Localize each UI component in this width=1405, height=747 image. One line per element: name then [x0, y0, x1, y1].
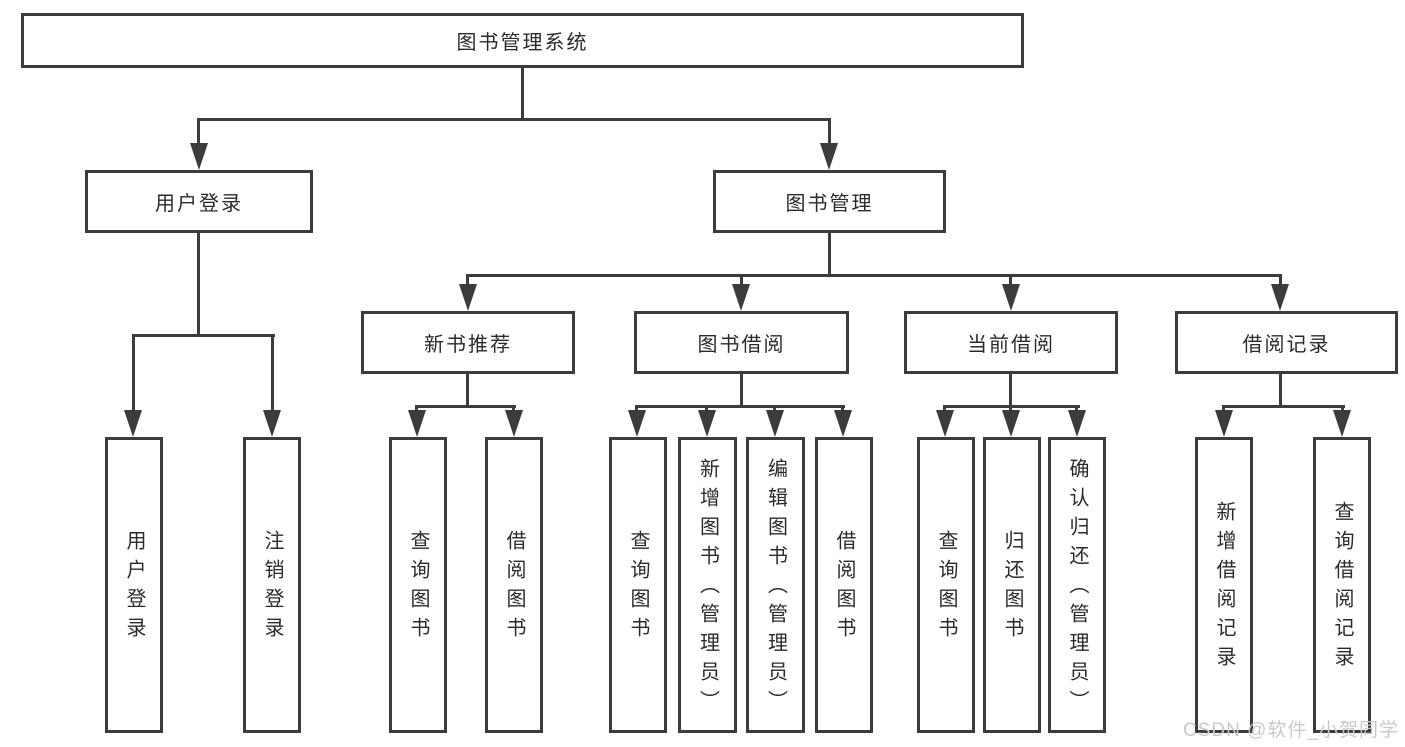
connector-root-rail: [197, 118, 831, 121]
connector-to-borrow-records: [1279, 277, 1282, 287]
leaf-label: 借阅图书: [833, 530, 855, 646]
arrowhead-leaf-icon: [766, 410, 784, 437]
leaf-borrow-books: 借阅图书: [815, 437, 873, 733]
node-book-management: 图书管理: [713, 170, 946, 233]
connector-book-borrow-stem: [740, 374, 743, 407]
arrowhead-borrow-records-icon: [1271, 284, 1289, 311]
leaf-add-books-admin: 新增图书（管理员）: [678, 437, 737, 733]
arrowhead-leaf-icon: [505, 410, 523, 437]
arrowhead-leaf-icon: [1333, 410, 1351, 437]
leaf-logout-login: 注销登录: [243, 437, 301, 733]
leaf-query-borrow-record: 查询借阅记录: [1313, 437, 1371, 733]
connector-to-leaf-user-login: [132, 337, 135, 415]
node-label: 用户登录: [155, 193, 243, 215]
node-borrow-records: 借阅记录: [1175, 311, 1398, 374]
node-label: 图书管理系统: [456, 32, 589, 54]
node-label: 借阅记录: [1242, 334, 1331, 356]
connector-to-new-book: [466, 277, 469, 287]
node-new-book-recommend: 新书推荐: [361, 311, 575, 374]
leaf-label: 查询图书: [407, 530, 429, 646]
connector-current-borrow-rail: [943, 405, 1080, 408]
node-label: 图书借阅: [697, 334, 786, 356]
node-current-borrow: 当前借阅: [904, 311, 1118, 374]
arrowhead-leaf-icon: [408, 410, 426, 437]
leaf-add-borrow-record: 新增借阅记录: [1195, 437, 1253, 733]
connector-to-book-management: [828, 121, 831, 147]
connector-new-book-stem: [466, 374, 469, 407]
connector-current-borrow-stem: [1009, 374, 1012, 407]
leaf-label: 新增图书（管理员）: [696, 457, 719, 719]
node-book-borrow: 图书借阅: [634, 311, 849, 374]
arrowhead-leaf-icon: [628, 410, 646, 437]
leaf-label: 用户登录: [123, 530, 145, 646]
leaf-label: 借阅图书: [503, 530, 525, 646]
leaf-label: 确认归还（管理员）: [1066, 457, 1088, 719]
connector-to-book-borrow: [740, 277, 743, 287]
connector-book-management-stem: [828, 233, 831, 277]
connector-book-borrow-rail: [635, 405, 845, 408]
connector-to-user-login: [197, 121, 200, 147]
leaf-label: 注销登录: [261, 530, 283, 646]
arrowhead-leaf-icon: [698, 410, 716, 437]
arrowhead-book-management-icon: [820, 143, 838, 170]
leaf-confirm-return-admin: 确认归还（管理员）: [1048, 437, 1106, 733]
node-label: 当前借阅: [967, 334, 1055, 356]
connector-user-login-stem: [197, 233, 200, 337]
arrowhead-leaf-icon: [834, 410, 852, 437]
connector-to-leaf-logout: [271, 337, 274, 415]
leaf-query-books-current: 查询图书: [917, 437, 975, 733]
watermark: CSDN @软件_小贺同学: [1183, 720, 1399, 741]
arrowhead-leaf-icon: [1068, 410, 1086, 437]
connector-borrow-records-rail: [1222, 405, 1345, 408]
arrowhead-user-login-icon: [190, 143, 208, 170]
arrowhead-leaf-icon: [1002, 410, 1020, 437]
node-label: 新书推荐: [424, 334, 512, 356]
connector-borrow-records-stem: [1279, 374, 1282, 407]
leaf-label: 查询借阅记录: [1331, 501, 1353, 675]
arrowhead-leaf-icon: [1215, 410, 1233, 437]
leaf-label: 归还图书: [1001, 530, 1023, 646]
arrowhead-book-borrow-icon: [732, 284, 750, 311]
connector-book-management-rail: [466, 274, 1282, 277]
leaf-edit-books-admin: 编辑图书（管理员）: [746, 437, 805, 733]
arrowhead-leaf-user-login-icon: [124, 410, 142, 437]
node-user-login: 用户登录: [85, 170, 313, 233]
arrowhead-new-book-icon: [459, 284, 477, 311]
arrowhead-current-borrow-icon: [1002, 284, 1020, 311]
connector-new-book-rail: [415, 405, 516, 408]
node-library-management-system: 图书管理系统: [21, 13, 1024, 68]
leaf-borrow-books-recommend: 借阅图书: [485, 437, 543, 733]
arrowhead-leaf-logout-icon: [263, 410, 281, 437]
arrowhead-leaf-icon: [936, 410, 954, 437]
leaf-label: 查询图书: [935, 530, 957, 646]
node-label: 图书管理: [785, 193, 874, 215]
connector-root-stem: [521, 68, 524, 121]
leaf-label: 查询图书: [627, 530, 649, 646]
leaf-query-books-borrow: 查询图书: [609, 437, 667, 733]
connector-to-current-borrow: [1009, 277, 1012, 287]
leaf-user-login: 用户登录: [105, 437, 163, 733]
leaf-query-books-recommend: 查询图书: [389, 437, 447, 733]
leaf-label: 新增借阅记录: [1213, 501, 1235, 675]
leaf-return-books: 归还图书: [983, 437, 1041, 733]
connector-user-login-rail: [132, 334, 275, 337]
leaf-label: 编辑图书（管理员）: [764, 457, 787, 719]
